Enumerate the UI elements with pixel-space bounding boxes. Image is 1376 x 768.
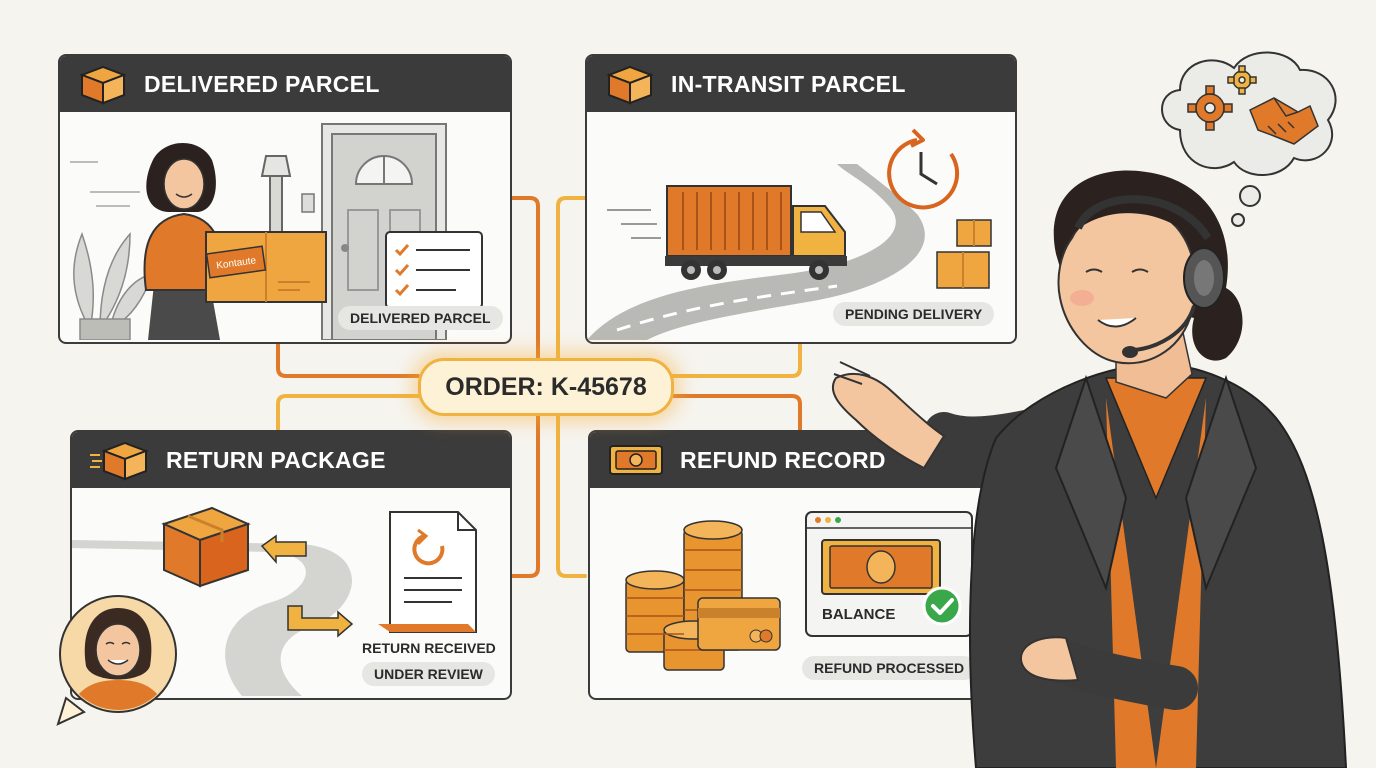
credit-card [697,597,781,651]
refund-record-card: REFUND RECORD [588,430,998,700]
refund-status-badge: REFUND PROCESSED [802,656,977,680]
wall-lamp [260,155,292,237]
check-circle-icon [922,586,962,626]
balance-label: BALANCE [822,606,896,623]
return-box [161,506,251,588]
road [587,164,925,340]
order-number-badge: ORDER: K-45678 [418,358,674,416]
delivered-scene: Kontaute [70,123,483,340]
thought-bubble [1161,51,1337,227]
potted-plant [73,231,154,340]
in-transit-parcel-header: IN-TRANSIT PARCEL [587,56,1015,112]
refund-scene [625,511,973,671]
return-package-header: RETURN PACKAGE [72,432,510,488]
return-scene [72,506,477,696]
parcel-box: Kontaute [205,231,327,303]
delivery-woman [143,142,270,340]
package-box-icon [90,441,149,481]
customer-avatar [56,595,177,726]
stacked-boxes [936,219,992,289]
return-arrow-right [287,605,354,638]
return-arrow-left [260,534,307,564]
refund-record-title: REFUND RECORD [680,446,886,473]
checklist-icon [385,231,483,309]
package-box-icon [606,65,654,105]
gear-icon [1187,85,1233,131]
delivered-status-badge: DELIVERED PARCEL [338,306,503,330]
delivered-parcel-header: DELIVERED PARCEL [60,56,510,112]
delivered-parcel-card: DELIVERED PARCEL [58,54,512,344]
delivery-truck [665,185,847,280]
in-transit-status-badge: PENDING DELIVERY [833,302,995,326]
in-transit-parcel-title: IN-TRANSIT PARCEL [671,70,906,97]
support-agent [831,170,1348,768]
return-received-label: RETURN RECEIVED [362,640,496,656]
package-box-icon [79,65,127,105]
under-review-badge: UNDER REVIEW [362,662,495,686]
in-transit-scene [587,128,992,340]
return-document-icon [378,511,477,633]
clock-refresh-icon [887,128,960,210]
return-package-title: RETURN PACKAGE [166,446,386,473]
banknote-icon [609,445,663,475]
delivered-parcel-title: DELIVERED PARCEL [144,70,380,97]
gear-icon [1227,65,1257,95]
in-transit-parcel-card: IN-TRANSIT PARCEL [585,54,1017,344]
handshake-icon [1249,97,1319,145]
